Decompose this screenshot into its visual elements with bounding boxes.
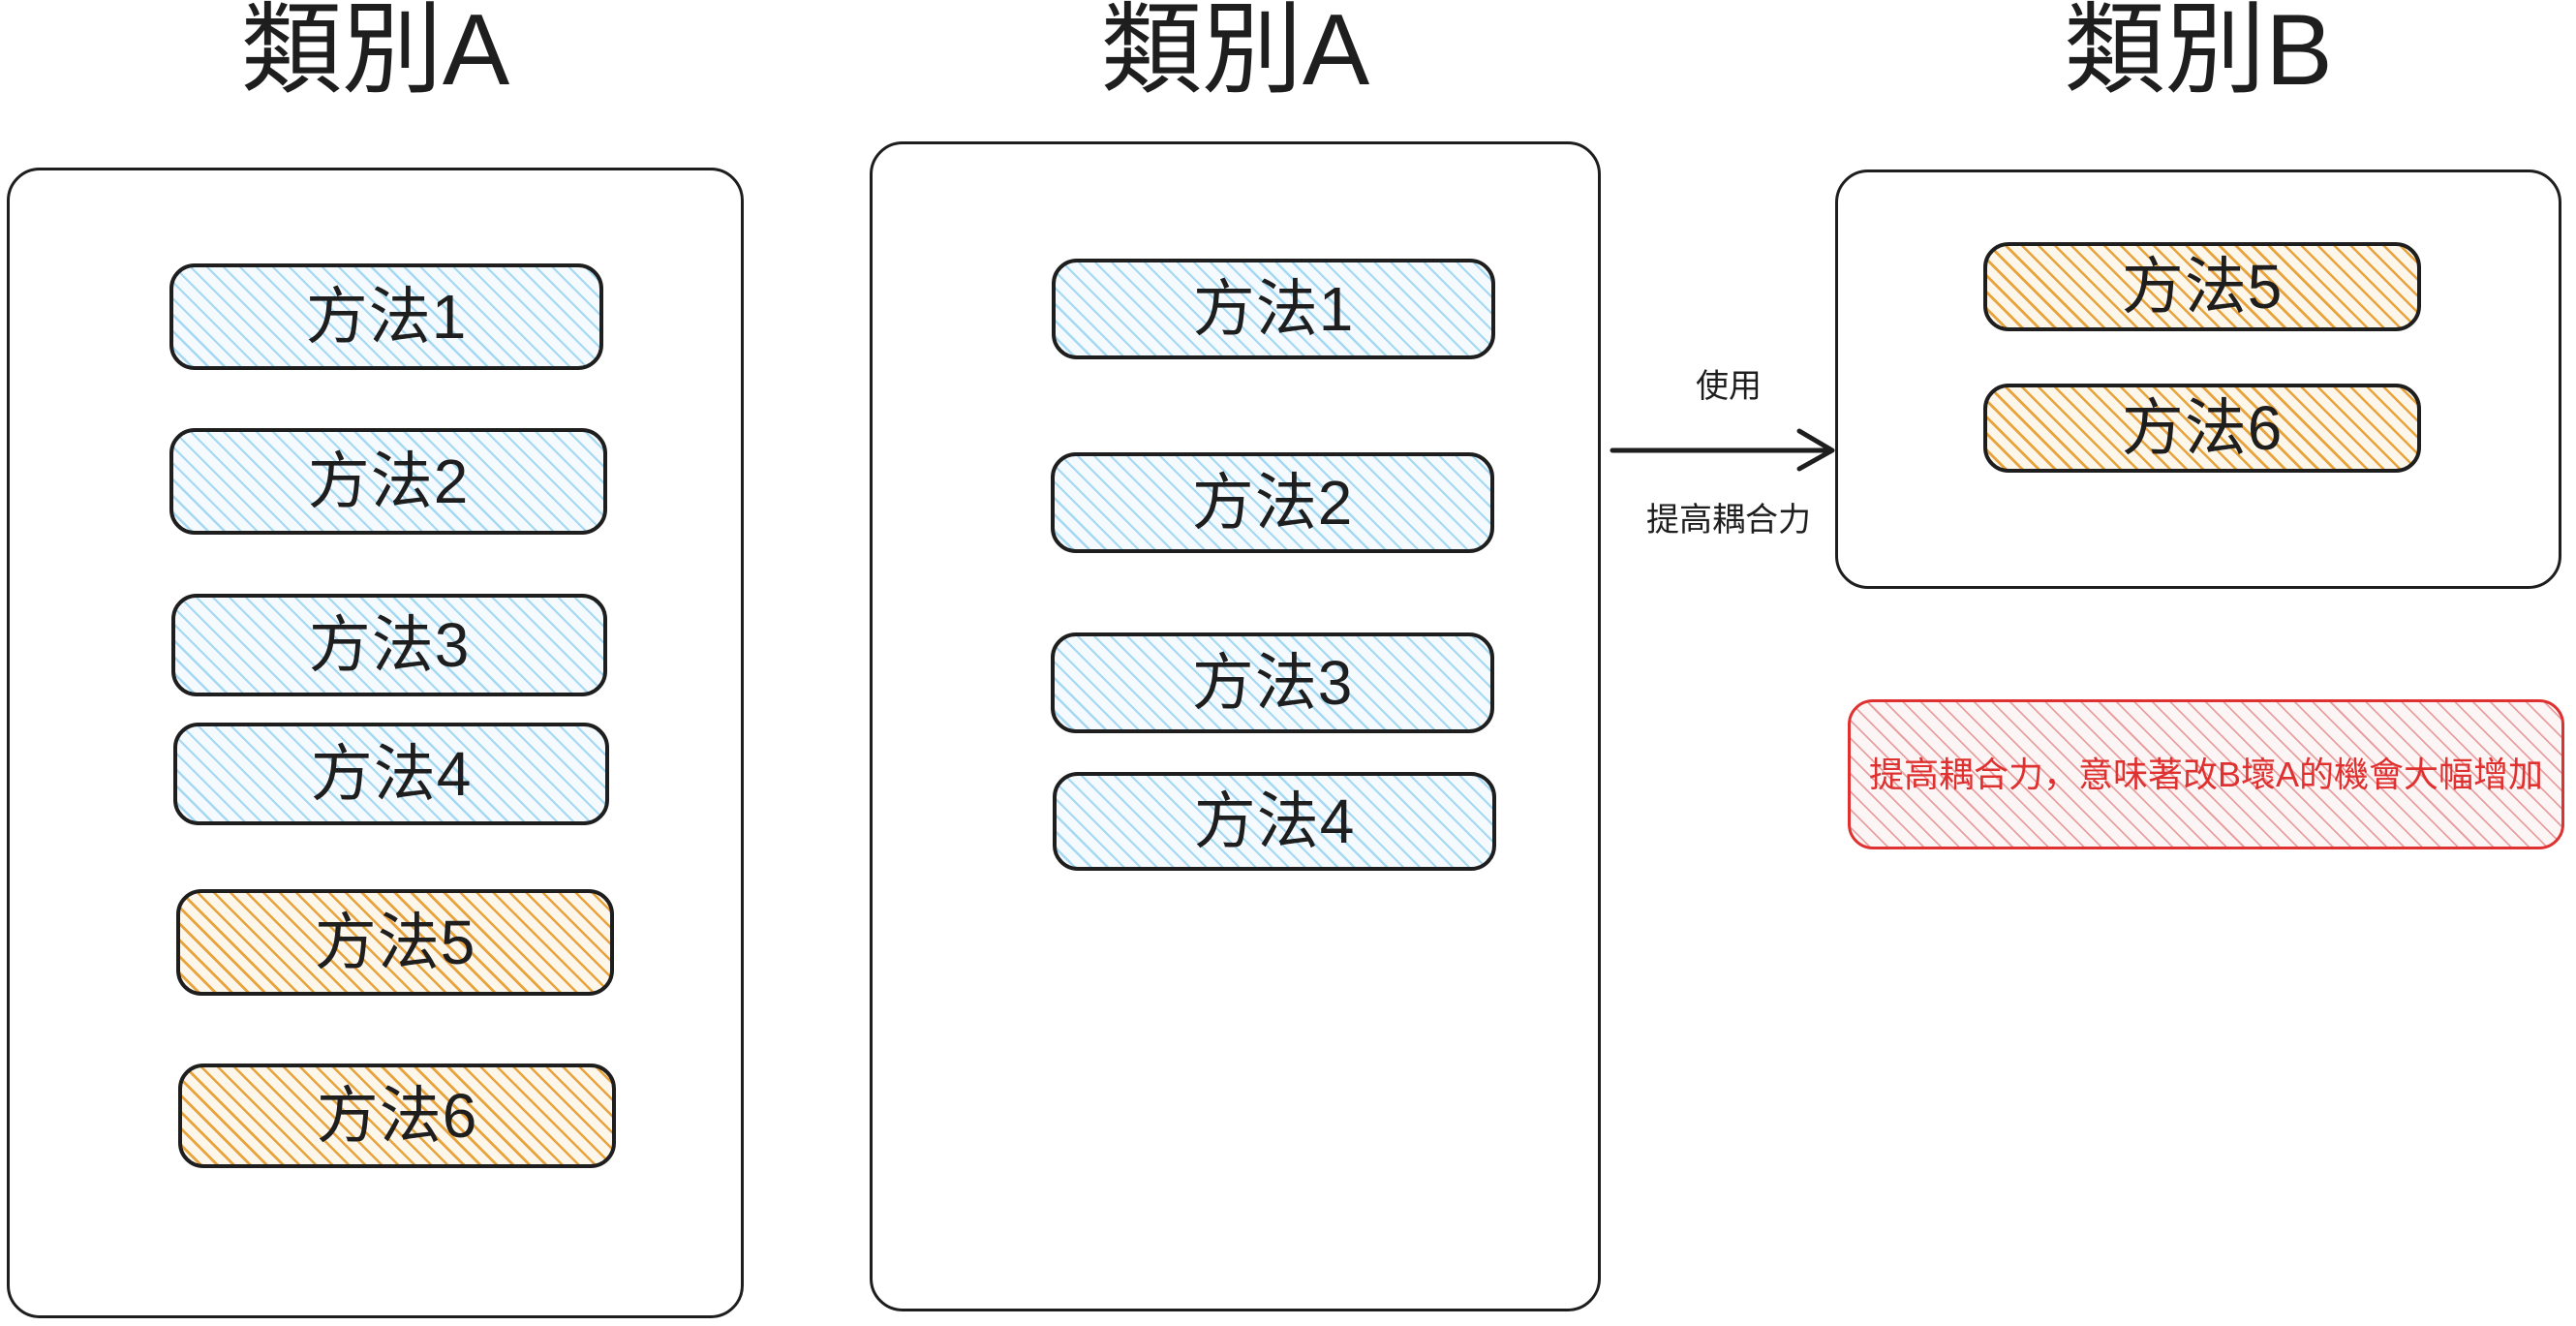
method-label: 方法6: [2121, 393, 2284, 463]
method-box-1[interactable]: 方法1: [1052, 259, 1495, 359]
method-box-5[interactable]: 方法5: [176, 889, 614, 996]
note-text: 提高耦合力，意味著改B壞A的機會大幅增加: [1868, 754, 2544, 794]
method-box-6[interactable]: 方法6: [178, 1064, 616, 1168]
method-label: 方法6: [316, 1081, 478, 1151]
method-label: 方法1: [1192, 274, 1355, 344]
method-label: 方法4: [1193, 786, 1356, 856]
method-label: 方法4: [310, 739, 473, 809]
method-box-6[interactable]: 方法6: [1983, 384, 2421, 473]
method-label: 方法3: [1191, 648, 1354, 718]
method-box-4[interactable]: 方法4: [1053, 772, 1496, 871]
method-box-1[interactable]: 方法1: [169, 263, 603, 370]
method-box-5[interactable]: 方法5: [1983, 242, 2421, 331]
panel-class-a-before[interactable]: 方法1 方法2 方法3 方法4 方法5 方法6: [7, 168, 744, 1318]
method-box-3[interactable]: 方法3: [171, 594, 607, 696]
panel-title-class-b: 類別B: [2064, 0, 2333, 107]
method-label: 方法2: [1191, 468, 1354, 538]
arrow-label-below: 提高耦合力: [1646, 502, 1811, 539]
method-label: 方法3: [308, 610, 471, 680]
panel-class-a-after[interactable]: 方法1 方法2 方法3 方法4: [870, 141, 1601, 1311]
method-label: 方法1: [305, 282, 468, 352]
method-box-4[interactable]: 方法4: [173, 723, 609, 825]
method-box-2[interactable]: 方法2: [1051, 452, 1494, 553]
method-label: 方法2: [307, 447, 470, 516]
panel-title-class-a-before: 類別A: [240, 0, 510, 107]
panel-title-class-a-after: 類別A: [1100, 0, 1370, 107]
method-box-3[interactable]: 方法3: [1051, 632, 1494, 733]
method-box-2[interactable]: 方法2: [169, 428, 607, 535]
coupling-arrow-group: 使用 提高耦合力: [1608, 358, 1850, 552]
method-label: 方法5: [314, 908, 476, 977]
arrow-line-icon: [1610, 428, 1835, 472]
panel-class-b[interactable]: 方法5 方法6: [1835, 170, 2561, 589]
arrow-label-above: 使用: [1696, 368, 1762, 405]
coupling-warning-note[interactable]: 提高耦合力，意味著改B壞A的機會大幅增加: [1848, 699, 2564, 849]
method-label: 方法5: [2121, 252, 2284, 322]
